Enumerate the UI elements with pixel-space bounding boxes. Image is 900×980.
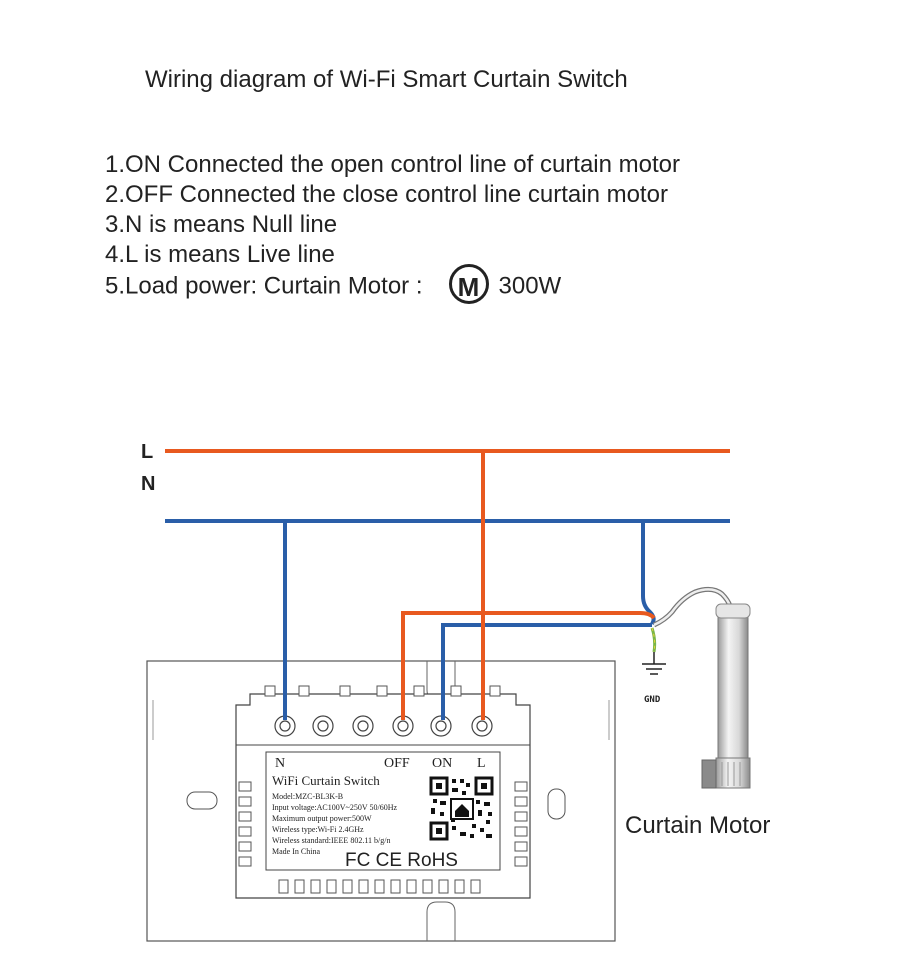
certification-marks: FC CE RoHS — [345, 850, 458, 871]
left-screw-slot — [186, 791, 218, 810]
note-load: 5.Load power: Curtain Motor : M 300W — [105, 264, 680, 304]
curtain-motor-icon — [701, 603, 751, 789]
terminal-label-on: ON — [432, 756, 452, 771]
neutral-wires — [165, 519, 730, 720]
terminal-label-l: L — [477, 756, 486, 771]
note-l: 4.L is means Live line — [105, 241, 335, 268]
right-screw-slot — [547, 788, 566, 820]
neutral-to-motor — [641, 521, 656, 626]
spec-line: Wireless type:Wi-Fi 2.4GHz — [272, 825, 364, 834]
wiring-notes: 1.ON Connected the open control line of … — [105, 150, 680, 304]
product-name: WiFi Curtain Switch — [272, 773, 380, 788]
spec-line: Model:MZC-BL3K-B — [272, 792, 343, 801]
note-on: 1.ON Connected the open control line of … — [105, 151, 680, 178]
curtain-motor-label: Curtain Motor — [625, 812, 771, 839]
terminal-label-n: N — [275, 756, 285, 771]
motor-symbol-icon: M — [448, 264, 489, 304]
module-top-tabs — [264, 685, 501, 697]
on-control-wire — [441, 623, 652, 720]
ground-icon — [642, 652, 666, 675]
plate-notch-bottom — [426, 901, 456, 941]
neutral-line-label: N — [141, 473, 155, 495]
ground-label: GND — [644, 695, 661, 705]
module-side-tabs — [238, 781, 528, 867]
off-control-wire — [401, 611, 656, 720]
spec-line: Wireless standard:IEEE 802.11 b/g/n — [272, 836, 390, 845]
note-n: 3.N is means Null line — [105, 211, 338, 238]
spec-line: Input voltage:AC100V~250V 50/60Hz — [272, 803, 398, 812]
note-off: 2.OFF Connected the close control line c… — [105, 181, 668, 208]
motor-cable — [650, 586, 733, 653]
live-wires — [165, 449, 730, 720]
terminal-label-off: OFF — [384, 756, 410, 771]
qr-code-icon — [429, 776, 494, 841]
load-power: 300W — [498, 272, 562, 300]
module-bottom-tabs — [278, 879, 481, 894]
note-load-text: 5.Load power: Curtain Motor : — [105, 272, 423, 300]
live-line-label: L — [141, 441, 153, 463]
diagram-title: Wiring diagram of Wi-Fi Smart Curtain Sw… — [145, 66, 628, 93]
spec-line: Made In China — [272, 847, 320, 856]
spec-line: Maximum output power:500W — [272, 814, 372, 823]
